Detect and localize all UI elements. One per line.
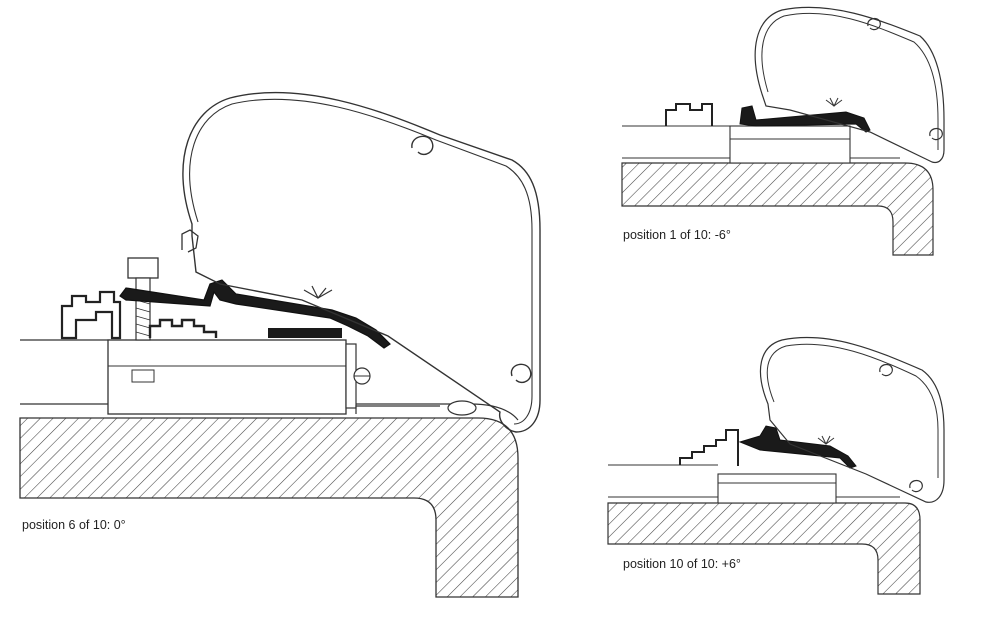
bottom-seal-star <box>817 435 835 446</box>
top-housing-clip-front <box>929 127 943 141</box>
main-bolt-thread <box>135 299 151 337</box>
main-rail-profile <box>60 290 122 340</box>
main-figure <box>19 91 541 598</box>
main-figure-caption: position 6 of 10: 0° <box>22 518 126 532</box>
top-roof-section <box>621 162 934 256</box>
main-fixing-screw <box>447 400 477 416</box>
main-bolt-nut <box>127 257 159 279</box>
top-housing-clip <box>867 17 881 31</box>
top-awning-housing-inner <box>761 12 939 150</box>
main-awning-housing <box>182 91 541 433</box>
top-right-figure-caption: position 1 of 10: -6° <box>623 228 731 242</box>
main-housing-hook <box>181 229 199 253</box>
bottom-awning-housing-inner <box>766 343 939 478</box>
top-awning-housing <box>754 6 945 164</box>
bottom-right-figure <box>607 336 945 595</box>
main-roof-edge <box>469 403 519 421</box>
bottom-rail-teeth <box>679 429 739 466</box>
bottom-mounting-block <box>717 473 837 504</box>
main-awning-housing-inner <box>189 98 533 425</box>
main-adapter-foot <box>268 328 342 338</box>
top-seal-star <box>825 97 843 108</box>
bottom-housing-clip <box>879 363 893 377</box>
bottom-roof-section <box>607 502 921 595</box>
top-mounting-block <box>729 125 851 164</box>
main-housing-clip-top <box>411 135 434 156</box>
top-right-figure <box>621 6 945 256</box>
main-block-bracket <box>355 405 440 414</box>
main-seal-star <box>303 285 333 300</box>
main-block-bolt <box>131 369 155 383</box>
bottom-housing-clip-front <box>909 479 923 493</box>
bottom-awning-housing <box>759 336 945 503</box>
main-roof-section <box>19 417 519 598</box>
top-rail-profile <box>665 103 713 126</box>
main-rail-teeth <box>148 318 218 338</box>
main-housing-clip-front <box>510 363 532 384</box>
bottom-right-figure-caption: position 10 of 10: +6° <box>623 557 741 571</box>
top-adapter-profile <box>739 105 871 133</box>
